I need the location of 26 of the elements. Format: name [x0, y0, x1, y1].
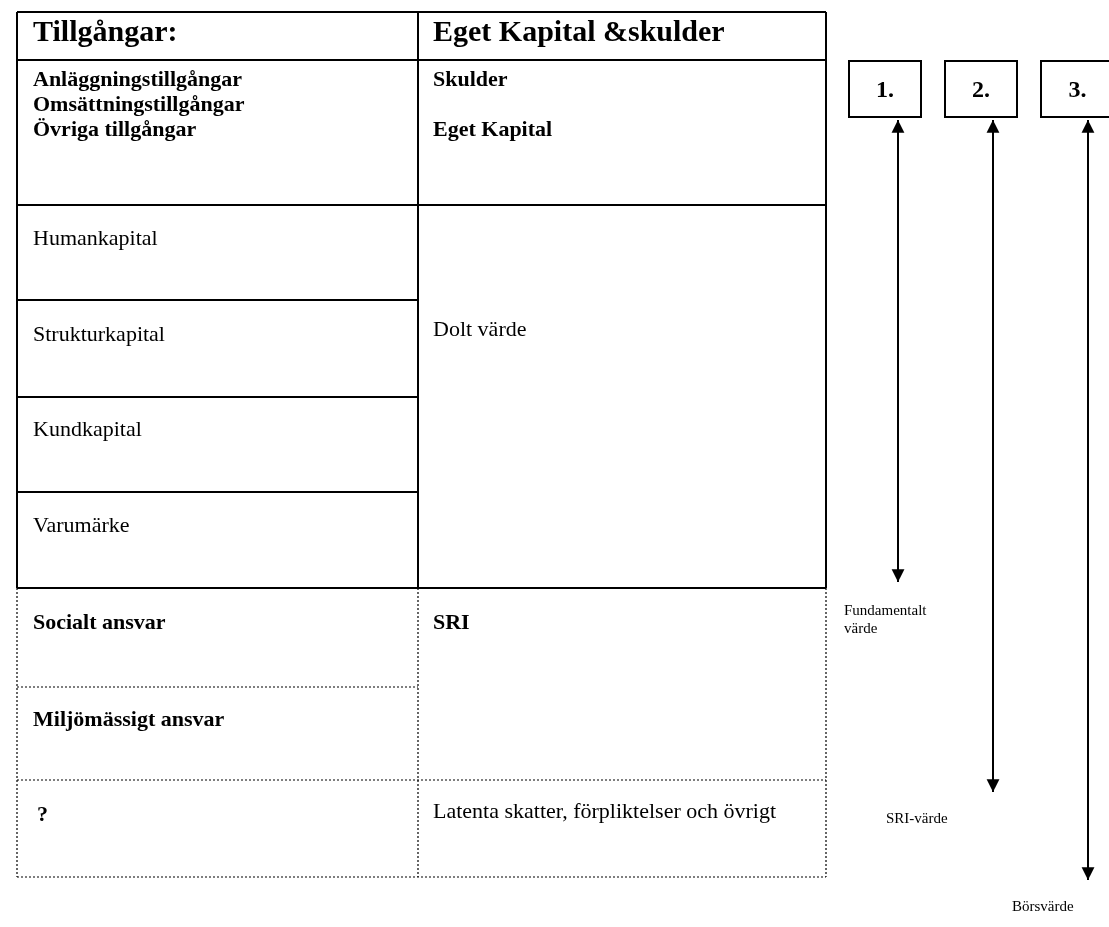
table-cell-text: Humankapital [33, 225, 158, 251]
table-cell-text: ? [37, 801, 48, 827]
column-header: Tillgångar: [33, 14, 178, 49]
column-header: Eget Kapital &skulder [433, 14, 725, 49]
double-arrow [1081, 119, 1095, 881]
table-cell-text: Anläggningstillgångar [33, 66, 243, 92]
table-cell-text: Latenta skatter, förpliktelser och övrigt [433, 798, 777, 824]
table-cell-text: Eget Kapital [433, 116, 553, 142]
table-cell-text: Övriga tillgångar [33, 116, 197, 142]
double-arrow [891, 119, 905, 583]
table-cell-text: Socialt ansvar [33, 609, 166, 635]
number-box: 1. [848, 60, 922, 118]
value-label: Fundamentalt värde [844, 596, 954, 642]
table-cell-text: Kundkapital [33, 416, 142, 442]
double-arrow [986, 119, 1000, 793]
value-label: Börsvärde [1012, 894, 1109, 918]
value-label: SRI-värde [886, 806, 976, 830]
number-box: 3. [1040, 60, 1109, 118]
table-cell-text: Strukturkapital [33, 321, 165, 347]
table-cell-text: Varumärke [33, 512, 130, 538]
number-box: 2. [944, 60, 1018, 118]
table-cell-text: SRI [433, 609, 470, 635]
table-cell-text: Omsättningstillgångar [33, 91, 245, 117]
table-cell-text: Skulder [433, 66, 508, 92]
table-cell-text: Dolt värde [433, 316, 527, 342]
table-cell-text: Miljömässigt ansvar [33, 706, 225, 732]
